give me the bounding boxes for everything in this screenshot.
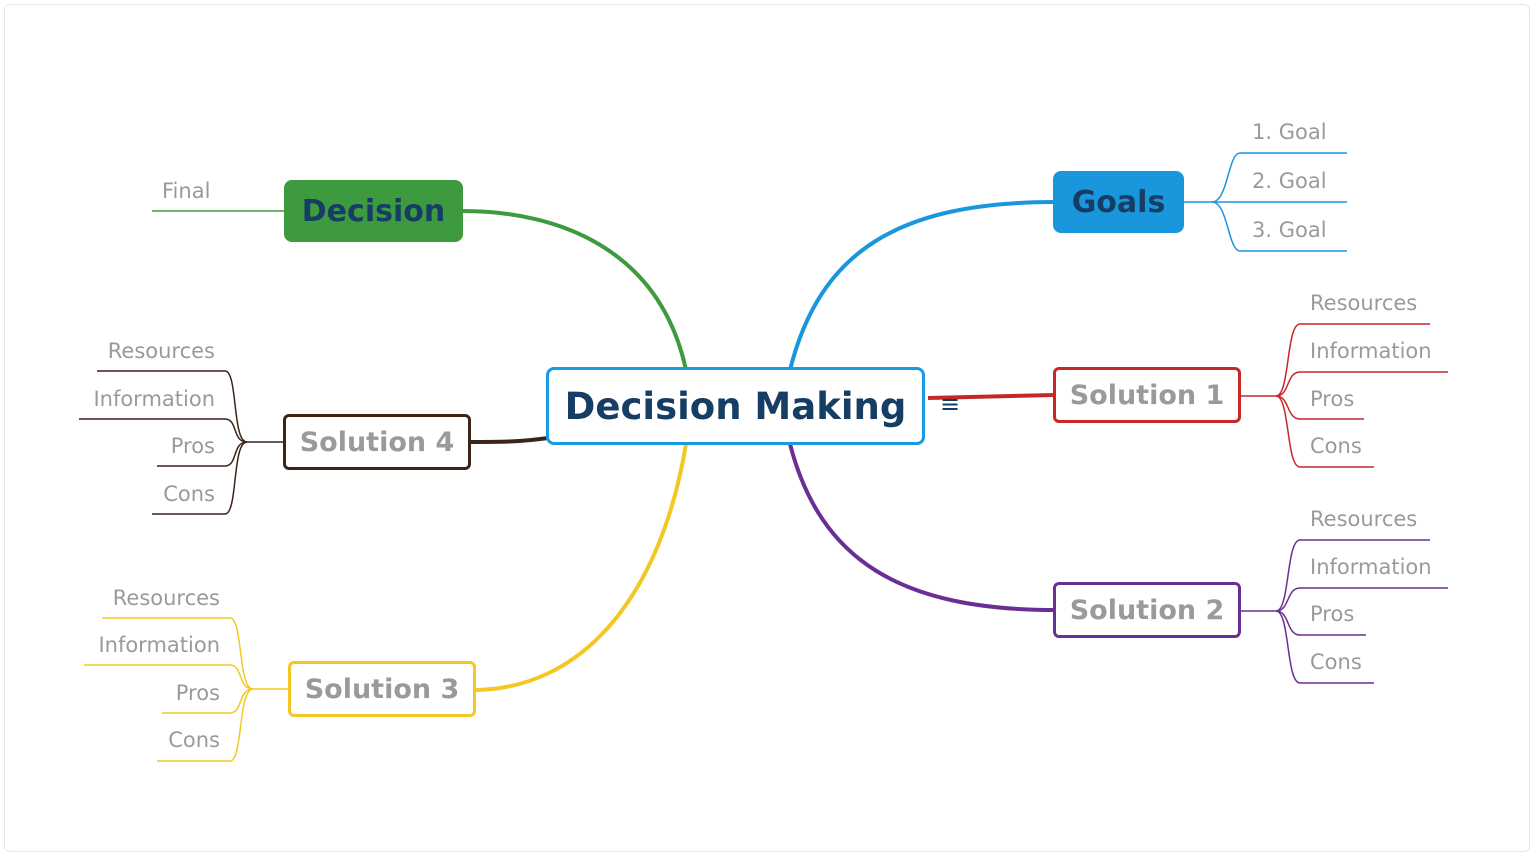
topic-solution-4-label: Solution 4 xyxy=(299,426,455,458)
solution3-leaf-lines xyxy=(84,617,290,762)
goals-item-2[interactable]: 2. Goal xyxy=(1252,169,1327,193)
connector-goals xyxy=(788,200,1056,371)
topic-solution-3[interactable]: Solution 3 xyxy=(288,661,476,717)
topic-solution-2-label: Solution 2 xyxy=(1069,594,1225,626)
solution4-item-pros[interactable]: Pros xyxy=(170,434,215,458)
solution3-item-pros[interactable]: Pros xyxy=(175,681,220,705)
solution2-item-resources[interactable]: Resources xyxy=(1310,507,1418,531)
topic-solution-4[interactable]: Solution 4 xyxy=(283,414,471,470)
topic-solution-3-label: Solution 3 xyxy=(304,673,460,705)
connector-solution2 xyxy=(788,443,1056,612)
solution3-item-resources[interactable]: Resources xyxy=(112,586,220,610)
topic-decision-label: Decision xyxy=(301,193,446,229)
connector-decision xyxy=(461,209,688,371)
solution1-item-cons[interactable]: Cons xyxy=(1310,434,1362,458)
decision-item-final[interactable]: Final xyxy=(162,179,211,203)
connector-solution3 xyxy=(472,443,688,692)
solution2-item-information[interactable]: Information xyxy=(1310,555,1432,579)
connector-solution4 xyxy=(467,436,549,444)
goals-leaf-lines xyxy=(1183,152,1347,252)
topic-solution-1[interactable]: Solution 1 xyxy=(1053,367,1241,423)
goals-item-1[interactable]: 1. Goal xyxy=(1252,120,1327,144)
connector-solution1 xyxy=(927,393,1056,400)
solution1-item-pros[interactable]: Pros xyxy=(1310,387,1355,411)
topic-solution-2[interactable]: Solution 2 xyxy=(1053,582,1241,638)
solution3-item-information[interactable]: Information xyxy=(98,633,220,657)
goals-item-3[interactable]: 3. Goal xyxy=(1252,218,1327,242)
topic-decision[interactable]: Decision xyxy=(284,180,463,242)
solution3-item-cons[interactable]: Cons xyxy=(168,728,220,752)
solution4-item-resources[interactable]: Resources xyxy=(107,339,215,363)
topic-goals[interactable]: Goals xyxy=(1053,171,1184,233)
solution2-item-pros[interactable]: Pros xyxy=(1310,602,1355,626)
solution4-item-information[interactable]: Information xyxy=(93,387,215,411)
central-topic-label: Decision Making xyxy=(564,384,907,428)
central-topic[interactable]: Decision Making xyxy=(546,367,925,445)
solution4-leaf-lines xyxy=(79,370,285,515)
solution2-item-cons[interactable]: Cons xyxy=(1310,650,1362,674)
solution4-item-cons[interactable]: Cons xyxy=(163,482,215,506)
topic-solution-1-label: Solution 1 xyxy=(1069,379,1225,411)
solution1-leaf-lines xyxy=(1240,323,1448,468)
solution1-item-resources[interactable]: Resources xyxy=(1310,291,1418,315)
topic-goals-label: Goals xyxy=(1071,184,1166,220)
menu-icon[interactable]: ≡ xyxy=(940,390,961,418)
solution2-leaf-lines xyxy=(1240,539,1448,684)
mindmap-canvas xyxy=(4,4,1530,852)
solution1-item-information[interactable]: Information xyxy=(1310,339,1432,363)
